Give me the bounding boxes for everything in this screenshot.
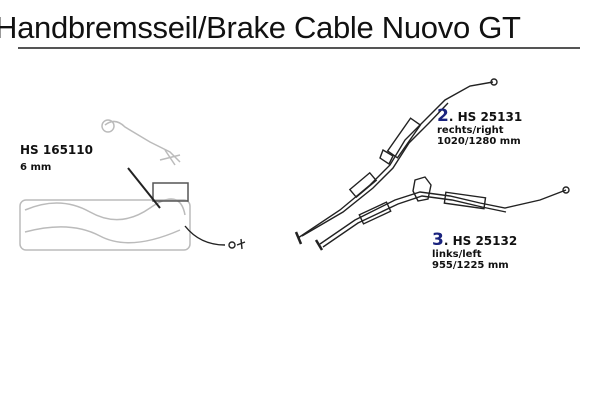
part-length: 1020/1280 mm [437,136,521,147]
part-spec: 6 mm [20,162,52,173]
left-cable-hs25132 [314,176,570,251]
hs165110-cable [127,167,246,250]
part-index: 3 [432,230,444,250]
part-number-hs25132: . HS 25132 [443,234,518,248]
part-length: 955/1225 mm [432,260,509,271]
page-title: Handbremsseil/Brake Cable Nuovo GT [0,10,521,45]
title-underline [18,47,580,49]
part-number-hs165110: HS 165110 [20,143,93,157]
part-side: rechts/right [437,125,504,136]
right-cable-hs25131 [294,78,498,245]
part-side: links/left [432,249,482,260]
part-label-2: 2. HS 25131 [437,106,522,126]
part-index: 2 [437,106,449,126]
handbrake-assembly-drawing [19,119,191,251]
part-label-3: 3. HS 25132 [432,230,517,250]
part-number-hs25131: . HS 25131 [448,110,523,124]
